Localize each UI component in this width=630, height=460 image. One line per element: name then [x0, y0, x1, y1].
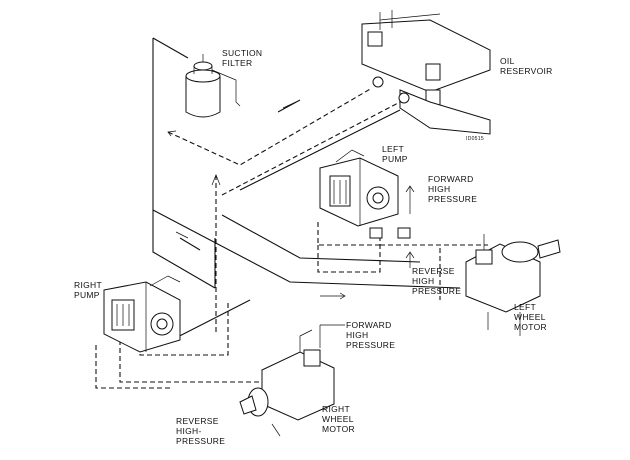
- label-suction-filter: SUCTION FILTER: [222, 48, 262, 68]
- label-line: MOTOR: [322, 424, 355, 434]
- label-line: FORWARD: [346, 320, 392, 330]
- label-reverse-high-pressure-lower: REVERSE HIGH- PRESSURE: [176, 416, 225, 446]
- label-line: MOTOR: [514, 322, 547, 332]
- label-right-pump: RIGHT PUMP: [74, 280, 102, 300]
- label-line: HIGH: [412, 276, 434, 286]
- label-line: RESERVOIR: [500, 66, 553, 76]
- label-line: PUMP: [74, 290, 100, 300]
- label-line: LEFT: [514, 302, 536, 312]
- label-right-wheel-motor: RIGHT WHEEL MOTOR: [322, 404, 355, 434]
- label-left-pump: LEFT PUMP: [382, 144, 408, 164]
- label-line: REVERSE: [176, 416, 219, 426]
- figure-code: ID0515: [466, 136, 484, 142]
- oil-reservoir: [361, 10, 491, 135]
- label-line: OIL: [500, 56, 515, 66]
- label-line: LEFT: [382, 144, 404, 154]
- label-line: SUCTION: [222, 48, 262, 58]
- label-line: PRESSURE: [176, 436, 225, 446]
- right-pump: [103, 275, 181, 353]
- label-line: HIGH: [428, 184, 450, 194]
- label-line: PRESSURE: [346, 340, 395, 350]
- label-line: FORWARD: [428, 174, 474, 184]
- right-wheel-motor: [239, 329, 335, 437]
- label-line: HIGH: [346, 330, 368, 340]
- label-line: PUMP: [382, 154, 408, 164]
- label-forward-high-pressure-lower: FORWARD HIGH PRESSURE: [346, 320, 395, 350]
- label-left-wheel-motor: LEFT WHEEL MOTOR: [514, 302, 547, 332]
- left-pump: [319, 149, 411, 239]
- label-line: RIGHT: [322, 404, 350, 414]
- label-line: FILTER: [222, 58, 252, 68]
- left-wheel-motor: [465, 234, 561, 336]
- label-line: PRESSURE: [428, 194, 477, 204]
- label-oil-reservoir: OIL RESERVOIR: [500, 56, 553, 76]
- suction-filter: [185, 54, 241, 118]
- label-line: HIGH-: [176, 426, 202, 436]
- label-line: REVERSE: [412, 266, 455, 276]
- label-reverse-high-pressure-middle: REVERSE HIGH PRESSURE: [412, 266, 461, 296]
- label-forward-high-pressure-upper: FORWARD HIGH PRESSURE: [428, 174, 477, 204]
- label-line: WHEEL: [514, 312, 546, 322]
- label-line: PRESSURE: [412, 286, 461, 296]
- label-line: RIGHT: [74, 280, 102, 290]
- label-line: WHEEL: [322, 414, 354, 424]
